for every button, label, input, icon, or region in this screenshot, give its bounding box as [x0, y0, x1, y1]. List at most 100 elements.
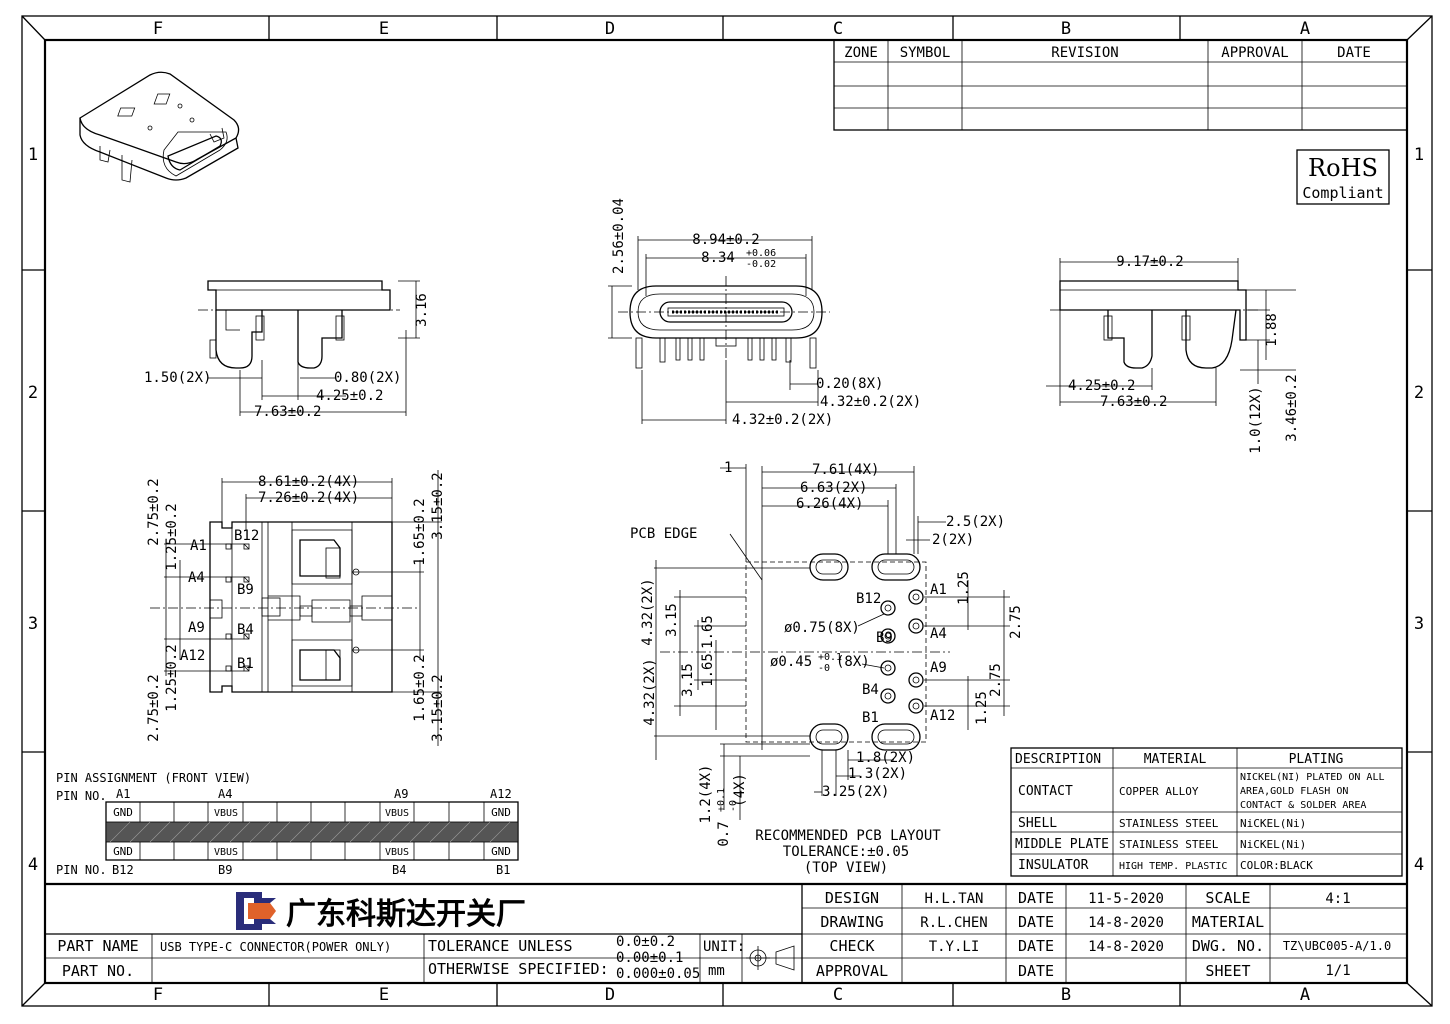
pin-number-a9: A9: [394, 787, 408, 801]
dim-left-height: 3.16: [414, 293, 430, 327]
dim-right-width: 9.17±0.2: [1116, 254, 1183, 270]
part-name-label: PART NAME: [57, 937, 138, 955]
mat-header-desc: DESCRIPTION: [1015, 752, 1101, 767]
dim-top-right-3-15-up: 3.15±0.2: [430, 472, 446, 539]
pin-no-top-label: PIN NO.: [56, 789, 107, 803]
dim-pcb-right-2-75-up: 2.75: [1008, 605, 1024, 639]
revision-table: ZONE SYMBOL REVISION APPROVAL DATE: [833, 39, 1408, 131]
pin-no-bottom-label: PIN NO.: [56, 863, 107, 877]
dim-left-pin-1-50: 1.50(2X): [144, 370, 211, 386]
dim-pcb-0-7: 0.7: [716, 821, 732, 846]
mat-contact-plating-1: NICKEL(NI) PLATED ON ALL: [1240, 772, 1385, 783]
dim-top-right-1-65-down: 1.65±0.2: [412, 654, 428, 721]
mat-header-plating: PLATING: [1289, 752, 1344, 767]
zone-right-4: 4: [1414, 855, 1424, 875]
zone-top-b: B: [1061, 19, 1071, 39]
dim-pcb-0-7-tol-plus: +0.1: [716, 788, 727, 812]
mat-insulator-material: HIGH TEMP. PLASTIC: [1119, 861, 1227, 872]
pcb-caption-line3: (TOP VIEW): [804, 860, 888, 876]
pcb-pin-b4: B4: [862, 682, 879, 698]
dim-pcb-hole-0-45-tol-plus: +0.1: [818, 652, 842, 663]
dim-front-pitch-right: 4.32±0.2(2X): [820, 394, 921, 410]
dwg-no-label: DWG. NO.: [1192, 937, 1264, 955]
dim-pcb-4-32-up: 4.32(2X): [640, 578, 656, 645]
rev-header-approval: APPROVAL: [1221, 45, 1288, 61]
pin-top-gnd-1: GND: [113, 806, 133, 819]
sheet-label: SHEET: [1205, 962, 1250, 980]
company-name: 广东科斯达开关厂: [286, 897, 526, 932]
zone-top-d: D: [605, 19, 615, 39]
dim-left-4-25: 4.25±0.2: [316, 388, 383, 404]
pin-number-b4: B4: [392, 863, 406, 877]
dim-pcb-1-2: 1.2(4X): [698, 764, 714, 823]
dim-pcb-right-2-75-down: 2.75: [988, 663, 1004, 697]
rohs-title: RoHS: [1308, 154, 1378, 182]
tolerance-line1: TOLERANCE UNLESS: [428, 937, 573, 955]
unit-label: UNIT:: [703, 939, 745, 955]
top-pin-a4: A4: [188, 570, 205, 586]
pin-number-a1: A1: [116, 787, 130, 801]
pin-top-vbus-1: VBUS: [214, 808, 238, 819]
dim-pcb-7-61: 7.61(4X): [812, 462, 879, 478]
dim-right-4-25: 4.25±0.2: [1068, 378, 1135, 394]
dim-pcb-6-26: 6.26(4X): [796, 496, 863, 512]
dim-top-7-26: 7.26±0.2(4X): [258, 490, 359, 506]
pin-top-gnd-2: GND: [491, 806, 511, 819]
dim-pcb-right-1-25-up: 1.25: [956, 571, 972, 605]
drawing-label: DRAWING: [820, 913, 883, 931]
dim-top-8-61: 8.61±0.2(4X): [258, 474, 359, 490]
zone-bottom-f: F: [153, 985, 163, 1005]
dim-pcb-0-7-tol-minus: -0: [728, 800, 739, 812]
zone-bottom-e: E: [379, 985, 389, 1005]
tolerance-line2: OTHERWISE SPECIFIED:: [428, 960, 609, 978]
approval-date-label: DATE: [1018, 962, 1054, 980]
pcb-pin-b12: B12: [856, 591, 881, 607]
pcb-layout: PCB EDGE A1 B12 A4 B9 A9 B4 A12 B1: [630, 460, 1024, 876]
front-view: 8.94±0.2 8.34 +0.06 -0.02 2.56±0.04 0.20…: [608, 198, 921, 428]
materials-table: DESCRIPTION MATERIAL PLATING CONTACT COP…: [1010, 747, 1403, 877]
mat-shell-material: STAINLESS STEEL: [1119, 817, 1219, 830]
dim-top-right-1-65-up: 1.65±0.2: [412, 498, 428, 565]
mat-middle-plate-plating: NiCKEL(Ni): [1240, 838, 1306, 851]
dim-pcb-hole-0-45: ø0.45: [770, 654, 812, 670]
pcb-edge-label: PCB EDGE: [630, 526, 697, 542]
zone-right-2: 2: [1414, 383, 1424, 403]
unit-value: mm: [708, 963, 725, 979]
scale-value: 4:1: [1325, 891, 1350, 907]
dim-top-left-2-75-up: 2.75±0.2: [146, 478, 162, 545]
rev-header-revision: REVISION: [1051, 45, 1118, 61]
dim-right-7-63: 7.63±0.2: [1100, 394, 1167, 410]
design-date: 11-5-2020: [1088, 891, 1164, 907]
pin-assignment: PIN ASSIGNMENT (FRONT VIEW) PIN NO. A1 A…: [56, 771, 519, 877]
mat-shell-plating: NiCKEL(Ni): [1240, 817, 1306, 830]
zone-bottom-a: A: [1300, 985, 1310, 1005]
top-pin-b12: B12: [234, 528, 259, 544]
dim-pcb-2-5: 2.5(2X): [946, 514, 1005, 530]
pcb-caption-line2: TOLERANCE:±0.05: [783, 844, 909, 860]
mat-insulator-desc: INSULATOR: [1018, 858, 1089, 873]
dim-pcb-hole-0-45-count: (8X): [836, 654, 870, 670]
zone-left-1: 1: [28, 145, 38, 165]
dim-front-width: 8.94±0.2: [692, 232, 759, 248]
dim-top-right-3-15-down: 3.15±0.2: [430, 674, 446, 741]
dim-right-1-88: 1.88: [1264, 313, 1280, 347]
right-side-view: 9.17±0.2 1.88 4.25±0.2 7.63±0.2 1.0(12X)…: [1046, 254, 1300, 454]
dim-right-3-46: 3.46±0.2: [1284, 374, 1300, 441]
pcb-pin-a4: A4: [930, 626, 947, 642]
pin-top-vbus-2: VBUS: [385, 808, 409, 819]
check-date-label: DATE: [1018, 937, 1054, 955]
scale-label: SCALE: [1205, 889, 1250, 907]
dim-pcb-1-8: 1.8(2X): [856, 750, 915, 766]
zone-top-a: A: [1300, 19, 1310, 39]
pcb-pin-b1: B1: [862, 710, 879, 726]
top-pin-a1: A1: [190, 538, 207, 554]
dim-pcb-1: 1: [724, 460, 732, 476]
dim-right-1-0: 1.0(12X): [1248, 386, 1264, 453]
design-value: H.L.TAN: [924, 891, 983, 907]
zone-left-3: 3: [28, 614, 38, 634]
rohs-subtitle: Compliant: [1302, 184, 1383, 202]
rev-header-date: DATE: [1337, 45, 1371, 61]
top-pin-b9: B9: [237, 582, 254, 598]
sheet-value: 1/1: [1325, 963, 1350, 979]
mat-shell-desc: SHELL: [1018, 816, 1057, 831]
